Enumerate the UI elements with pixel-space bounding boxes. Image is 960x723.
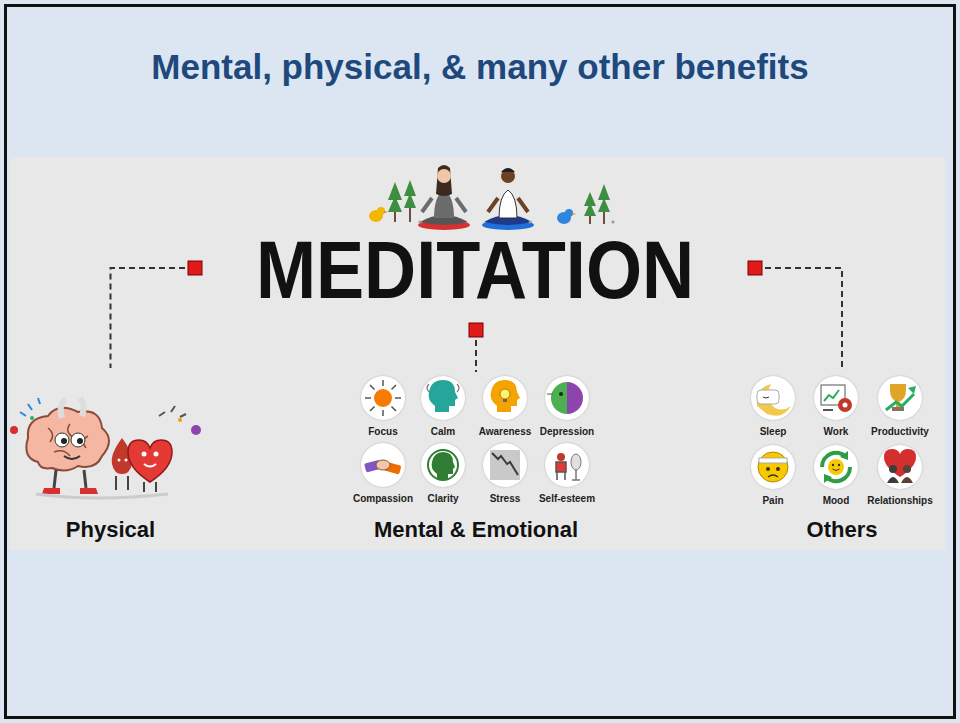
dashed-connector — [755, 268, 842, 368]
icon-circle — [878, 445, 922, 489]
connector-group — [748, 261, 842, 368]
icon-circle — [814, 376, 858, 420]
icon-circle — [421, 376, 465, 420]
benefit-icon: Compassion — [348, 443, 418, 507]
icon-label: Pain — [723, 495, 823, 507]
connector-group — [469, 323, 483, 372]
icon-circle — [421, 443, 465, 487]
group-heading: Mental & Emotional — [345, 517, 607, 543]
icon-label: Stress — [460, 493, 550, 505]
icon-circle — [751, 445, 795, 489]
icon-label: Sleep — [723, 426, 823, 438]
junction-square — [748, 261, 762, 275]
benefit-icon: Stress — [470, 443, 540, 507]
icon-label: Focus — [338, 426, 428, 438]
icon-label: Relationships — [850, 495, 950, 507]
benefit-group: Physical — [8, 368, 213, 548]
icon-circle — [545, 376, 589, 420]
icon-label: Work — [786, 426, 886, 438]
benefit-group: Mental & Emotional FocusCalmAwarenessDepr… — [345, 372, 607, 548]
benefit-icon: Clarity — [408, 443, 478, 507]
benefit-icon: Focus — [348, 376, 418, 440]
dashed-connector — [111, 268, 196, 368]
icon-label: Depression — [522, 426, 612, 438]
slide-title: Mental, physical, & many other benefits — [0, 44, 960, 90]
icon-label: Awareness — [460, 426, 550, 438]
dashed-connector — [475, 330, 477, 372]
icon-label: Clarity — [398, 493, 488, 505]
icon-circle — [483, 376, 527, 420]
meditation-scene — [369, 165, 615, 230]
benefit-icon: Calm — [408, 376, 478, 440]
group-heading: Physical — [8, 517, 213, 543]
icon-circle — [361, 443, 405, 487]
benefit-icon: Depression — [532, 376, 602, 440]
icon-circle — [878, 376, 922, 420]
icon-circle — [814, 445, 858, 489]
icon-label: Self-esteem — [522, 493, 612, 505]
physical-illustration — [10, 398, 201, 498]
icon-label: Calm — [398, 426, 488, 438]
icon-circle — [751, 376, 795, 420]
icon-circle — [361, 376, 405, 420]
junction-square — [188, 261, 202, 275]
central-heading: MEDITATION — [195, 222, 755, 330]
icon-label: Productivity — [850, 426, 950, 438]
benefit-icon: Self-esteem — [532, 443, 602, 507]
benefit-icon: Productivity — [860, 376, 940, 440]
junction-square — [469, 323, 483, 337]
benefit-icon: Pain — [733, 445, 813, 509]
gray-band — [10, 157, 945, 550]
icon-circle — [483, 443, 527, 487]
connector-group — [111, 261, 203, 368]
benefit-icon: Work — [796, 376, 876, 440]
main-title-text: MEDITATION — [256, 229, 694, 311]
icon-label: Compassion — [338, 493, 428, 505]
benefit-group: OthersSleepWorkProductivityPainMoodRelat… — [742, 368, 942, 548]
benefit-icon: Relationships — [860, 445, 940, 509]
benefit-icon: Awareness — [470, 376, 540, 440]
group-heading: Others — [742, 517, 942, 543]
benefit-icon: Sleep — [733, 376, 813, 440]
icon-circle — [545, 443, 589, 487]
benefit-icon: Mood — [796, 445, 876, 509]
